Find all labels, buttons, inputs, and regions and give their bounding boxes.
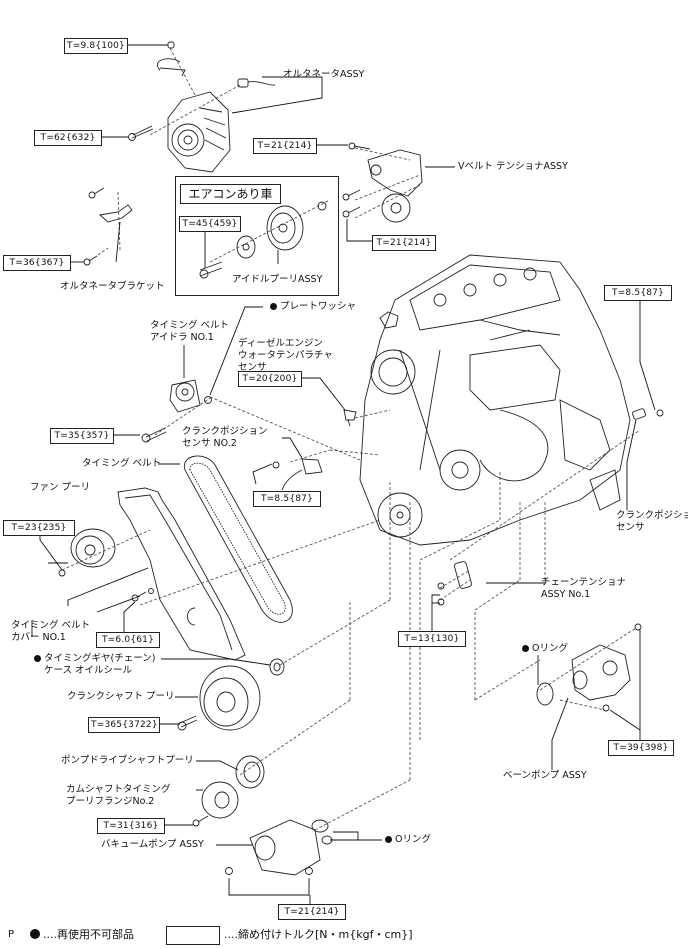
label-crank-sensor-no2: クランクポジションセンサ NO.2: [182, 426, 268, 449]
crank-sensor-no2-drawing: [272, 458, 323, 491]
label-camshaft-flange: カムシャフトタイミングプーリフランジNo.2: [66, 784, 171, 807]
label-vane-pump: ベーンポンプ ASSY: [503, 770, 587, 781]
torque-alt-bracket-bolt: T=36{367}: [3, 255, 71, 271]
label-timing-belt: タイミング ベルト: [82, 458, 162, 469]
timing-cover-drawing: [117, 487, 246, 661]
label-v-belt-tensioner: Vベルト テンショナASSY: [458, 161, 568, 172]
torque-crank-sensor-no2-bolt: T=8.5{87}: [253, 491, 321, 507]
label-vacuum-pump: バキュームポンプ ASSY: [101, 839, 204, 850]
label-idler-pulley: アイドルプーリASSY: [232, 274, 323, 285]
inset-title: エアコンあり車: [180, 184, 281, 204]
camshaft-flange-drawing: [192, 781, 239, 827]
label-idler-no1: タイミング ベルトアイドラ NO.1: [150, 320, 230, 343]
torque-flange-bolt: T=31{316}: [97, 818, 165, 834]
torque-cover-bolt: T=6.0{61}: [96, 632, 160, 648]
label-o-ring-vacuum: Oリング: [385, 834, 431, 846]
assembly-guides: [61, 47, 641, 831]
label-water-temp-sensor: ディーゼルエンジンウォータテンパラチャセンサ: [238, 338, 333, 373]
ac-vehicle-inset: [175, 176, 339, 296]
water-temp-sensor-drawing: [343, 409, 357, 427]
vacuum-pump-drawing: [225, 819, 333, 876]
torque-fan-pulley-nut: T=23{235}: [3, 520, 75, 536]
torque-vacuum-pump-nuts: T=21{214}: [278, 904, 346, 920]
non-reusable-icon: [385, 835, 392, 843]
crank-sensor-drawing: [632, 408, 664, 420]
torque-crank-pulley-bolt: T=365{3722}: [88, 717, 160, 733]
alt-bracket-drawing: [83, 187, 133, 266]
label-fan-pulley: ファン プーリ: [30, 482, 91, 493]
torque-chain-tensioner-bolts: T=13{130}: [398, 631, 466, 647]
chain-tensioner-drawing: [437, 561, 472, 606]
tensioner-drawing: [342, 142, 423, 223]
oil-seal-drawing: [269, 658, 285, 676]
torque-crank-sensor-bolt: T=8.5{87}: [604, 285, 672, 301]
label-alternator: オルタネータASSY: [283, 69, 365, 80]
label-timing-cover: タイミング ベルトカバー NO.1: [11, 620, 91, 643]
legend-non-reusable: ....再使用不可部品: [30, 928, 134, 942]
non-reusable-icon: [34, 654, 41, 662]
torque-water-temp-sensor: T=20{200}: [238, 371, 302, 387]
label-oil-seal: タイミングギヤ(チェーン)ケース オイルシール: [34, 653, 155, 677]
fan-pulley-drawing: [58, 528, 116, 577]
torque-idler-pulley-bolt: T=45{459}: [179, 216, 241, 232]
label-alternator-bracket: オルタネータブラケット: [60, 281, 165, 292]
legend-torque-box-icon: [166, 926, 220, 945]
timing-belt-drawing: [183, 455, 293, 623]
label-plate-washer: プレートワッシャ: [270, 301, 356, 313]
vane-pump-drawing: [536, 623, 642, 712]
torque-tensioner-lower-bolts: T=21{214}: [372, 235, 436, 251]
legend-torque: ....締め付けトルク[N・m{kgf・cm}]: [224, 928, 413, 941]
engine-block-drawing: [359, 254, 631, 546]
idler-pulley-drawing: [199, 201, 327, 279]
non-reusable-icon: [30, 928, 40, 939]
torque-vane-pump-nuts: T=39{398}: [608, 740, 674, 756]
label-pump-drive-pulley: ポンプドライブシャフトプーリ: [61, 755, 194, 766]
torque-alt-bracket-nut: T=9.8{100}: [64, 38, 128, 54]
torque-idler-no1-bolt: T=35{357}: [50, 428, 114, 444]
non-reusable-icon: [522, 644, 529, 652]
torque-alternator-bolt: T=62{632}: [34, 130, 102, 146]
crank-pulley-drawing: [177, 665, 261, 731]
alternator-drawing: [128, 41, 276, 173]
label-crank-pulley: クランクシャフト プーリ: [67, 691, 175, 702]
torque-tensioner-top-bolt: T=21{214}: [253, 138, 317, 154]
idler-no1-drawing: [141, 379, 212, 443]
non-reusable-icon: [270, 302, 277, 310]
legend-marker: P: [8, 929, 15, 940]
pump-drive-pulley-drawing: [235, 755, 265, 789]
label-o-ring-vane: Oリング: [522, 643, 568, 655]
